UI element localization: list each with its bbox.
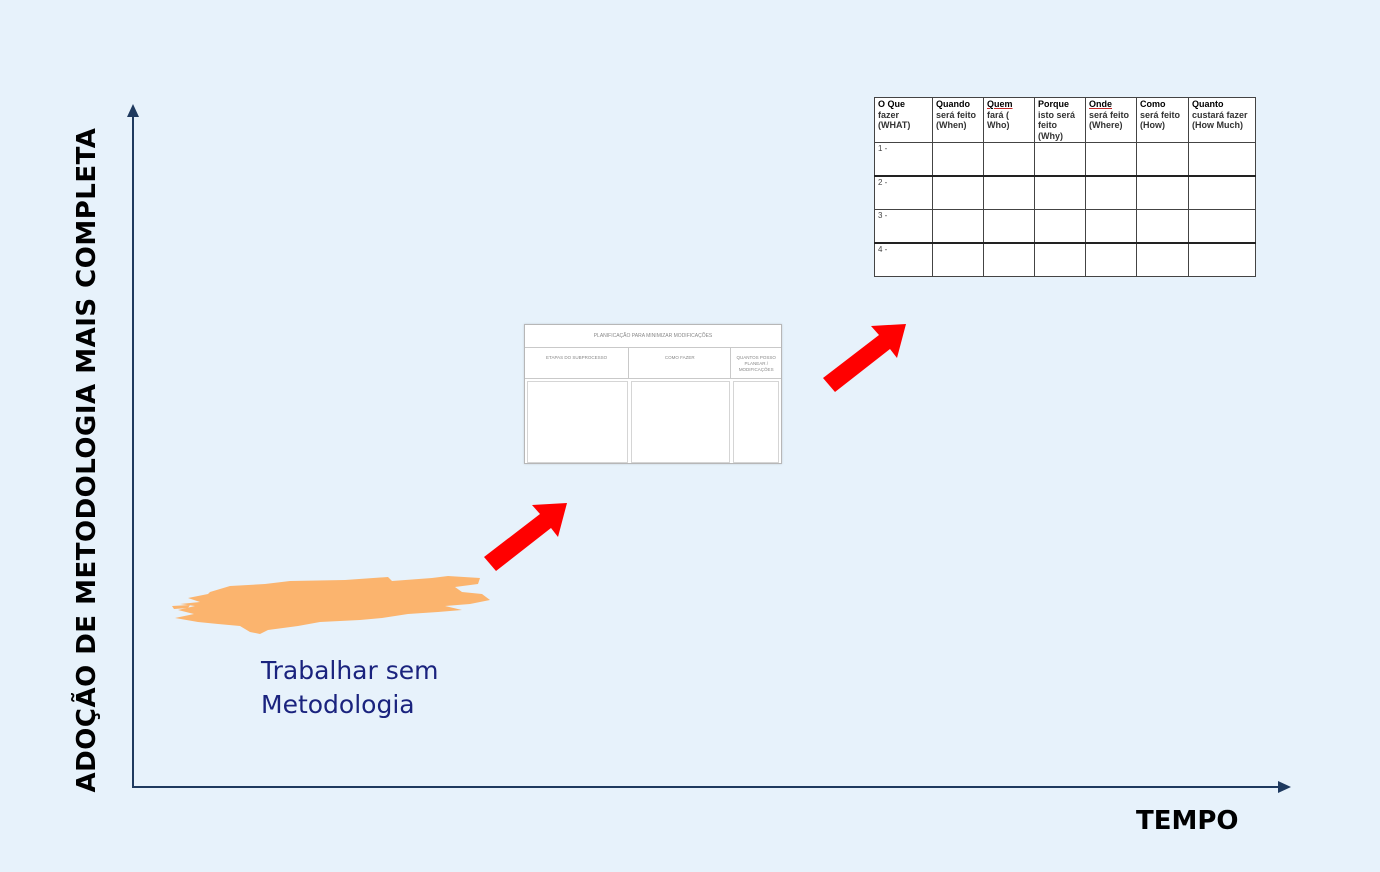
y-axis-arrowhead	[127, 104, 139, 117]
planning-sheet-header: ETAPAS DO SUBPROCESSO COMO FAZER QUANTOS…	[525, 348, 781, 379]
y-axis-title: ADOÇÃO DE METODOLOGIA MAIS COMPLETA	[72, 127, 102, 793]
planning-sheet-thumbnail: PLANIFICAÇÃO PARA MINIMIZAR MODIFICAÇÕES…	[524, 324, 782, 464]
planning-cell	[631, 381, 731, 463]
planning-cell	[733, 381, 779, 463]
table-row: 2 -	[874, 175, 1256, 210]
stage-label-line-1: Trabalhar sem	[261, 656, 439, 685]
planning-col-steps: ETAPAS DO SUBPROCESSO	[525, 348, 630, 378]
planning-col-how: COMO FAZER	[629, 348, 732, 378]
brush-stroke-blob	[172, 576, 490, 634]
progress-arrow-1	[484, 503, 567, 571]
x-axis-title: TEMPO	[1136, 806, 1239, 836]
planning-col-changes: QUANTOS POSSO PLANEAR / MODIFICAÇÕES	[736, 355, 776, 372]
row-number: 2 -	[874, 175, 933, 210]
table-row: 1 -	[874, 142, 1256, 177]
table-row: 3 -	[874, 209, 1256, 244]
row-number: 3 -	[874, 209, 933, 244]
planning-sheet-body	[525, 379, 781, 465]
row-number: 4 -	[874, 242, 933, 277]
progress-arrow-2	[823, 324, 906, 392]
planning-cell	[527, 381, 629, 463]
planning-sheet-title: PLANIFICAÇÃO PARA MINIMIZAR MODIFICAÇÕES	[525, 325, 781, 348]
arrow-shape	[484, 503, 567, 571]
row-number: 1 -	[874, 142, 933, 177]
stage-no-methodology-label: Trabalhar sem Metodologia	[261, 654, 438, 722]
arrow-shape	[823, 324, 906, 392]
x-axis-arrowhead	[1278, 781, 1291, 793]
table-row: 4 -	[874, 242, 1256, 277]
stage-label-line-2: Metodologia	[261, 690, 415, 719]
